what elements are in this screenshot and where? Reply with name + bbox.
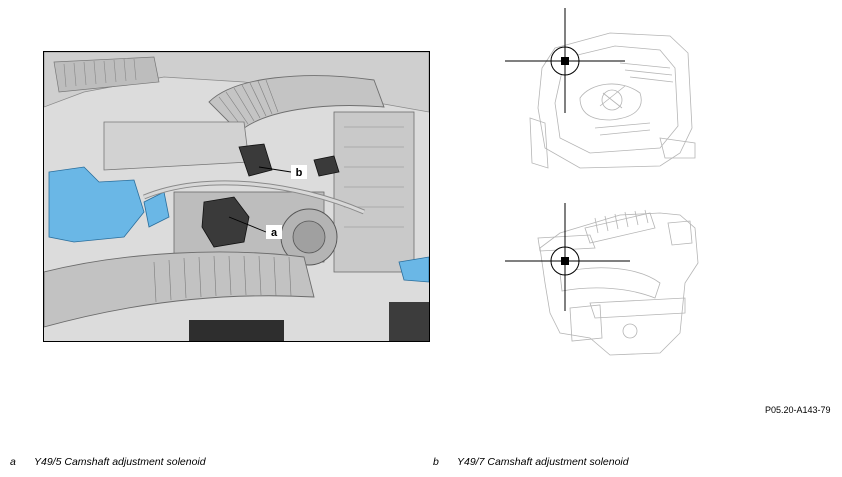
figure-reference-code: P05.20-A143-79 xyxy=(765,405,831,415)
legend-letter: a xyxy=(10,456,16,468)
callout-a: a xyxy=(271,227,278,239)
callout-b: b xyxy=(296,167,303,179)
top-view-locator-diagram xyxy=(500,8,700,178)
legend-item-a: a Y49/5 Camshaft adjustment solenoid xyxy=(10,456,206,468)
side-view-locator-diagram xyxy=(500,203,700,358)
legend-item-b: b Y49/7 Camshaft adjustment solenoid xyxy=(433,456,629,468)
legend-text: Y49/5 Camshaft adjustment solenoid xyxy=(34,456,206,468)
legend-letter: b xyxy=(433,456,439,468)
legend-text: Y49/7 Camshaft adjustment solenoid xyxy=(457,456,629,468)
engine-bay-illustration: b a xyxy=(43,51,430,342)
